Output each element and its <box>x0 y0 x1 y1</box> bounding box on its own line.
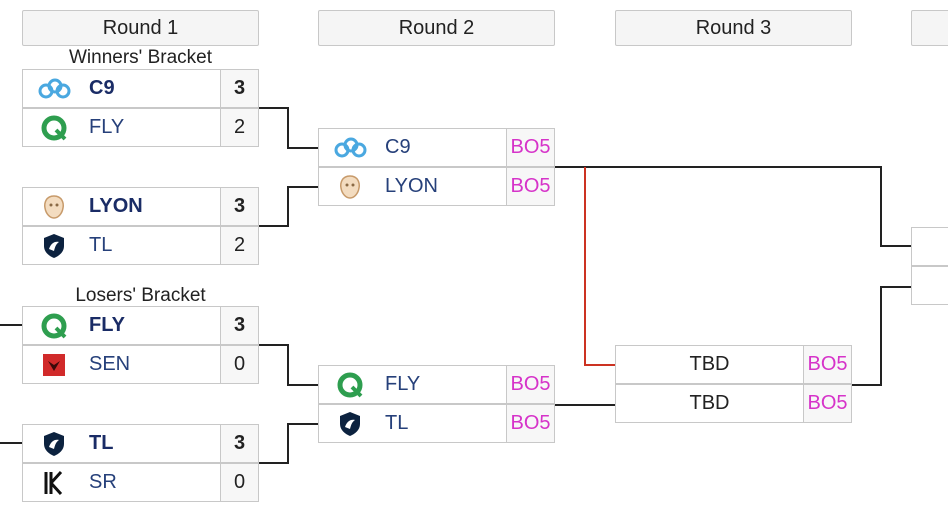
r2-team-c9[interactable]: C9 BO5 <box>318 128 555 167</box>
team-name: TBD <box>689 392 730 414</box>
r1-team-tl[interactable]: TL 2 <box>22 226 259 265</box>
team-name: LYON <box>89 195 143 217</box>
match-format: BO5 <box>506 366 554 403</box>
team-name: C9 <box>89 77 115 99</box>
connector-r1m2 <box>259 186 318 227</box>
team-score: 2 <box>220 109 258 146</box>
team-score: 3 <box>220 425 258 462</box>
losers-bracket-label: Losers' Bracket <box>75 285 206 306</box>
connector-r2m1-final <box>555 166 911 247</box>
r1-team-sr[interactable]: SR 0 <box>22 463 259 502</box>
round-2-header: Round 2 <box>318 10 555 46</box>
r3-team-tbd-2[interactable]: TBD BO5 <box>615 384 852 423</box>
r4-slot-2[interactable] <box>911 266 948 305</box>
flyquest-logo-icon <box>333 370 367 400</box>
team-score: 3 <box>220 307 258 344</box>
r1-team-lyon[interactable]: LYON 3 <box>22 187 259 226</box>
r2-team-fly[interactable]: FLY BO5 <box>318 365 555 404</box>
r1-team-sen[interactable]: SEN 0 <box>22 345 259 384</box>
cloud9-logo-icon <box>333 133 367 163</box>
team-score: 3 <box>220 70 258 107</box>
team-name: FLY <box>89 314 125 336</box>
round-1-header: Round 1 <box>22 10 259 46</box>
team-score: 3 <box>220 188 258 225</box>
r1-team-c9[interactable]: C9 3 <box>22 69 259 108</box>
connector-r1m1 <box>259 107 318 149</box>
match-format: BO5 <box>506 129 554 166</box>
winners-bracket-label: Winners' Bracket <box>68 47 212 68</box>
team-name: TBD <box>689 353 730 375</box>
team-liquid-logo-icon <box>37 429 71 459</box>
team-score: 2 <box>220 227 258 264</box>
cloud9-logo-icon <box>37 74 71 104</box>
round-4-header <box>911 10 948 46</box>
shopify-rebellion-logo-icon <box>37 468 71 498</box>
r1-team-fly-2[interactable]: FLY 3 <box>22 306 259 345</box>
round-3-header: Round 3 <box>615 10 852 46</box>
team-name: C9 <box>385 136 411 158</box>
r1-team-fly[interactable]: FLY 2 <box>22 108 259 147</box>
team-score: 0 <box>220 464 258 501</box>
team-name: TL <box>385 412 409 434</box>
sentinels-logo-icon <box>37 350 71 380</box>
match-format: BO5 <box>506 405 554 442</box>
team-name: FLY <box>89 116 125 138</box>
match-format: BO5 <box>803 346 851 383</box>
team-liquid-logo-icon <box>333 409 367 439</box>
r4-slot-1[interactable] <box>911 227 948 266</box>
connector-loser-drop <box>584 167 615 366</box>
team-name: FLY <box>385 373 421 395</box>
team-name: LYON <box>385 175 438 197</box>
r2-team-tl[interactable]: TL BO5 <box>318 404 555 443</box>
connector-r1m4 <box>259 423 318 464</box>
flyquest-logo-icon <box>37 311 71 341</box>
match-format: BO5 <box>803 385 851 422</box>
connector-r3-final <box>852 286 911 386</box>
team-score: 0 <box>220 346 258 383</box>
match-format: BO5 <box>506 168 554 205</box>
lyon-logo-icon <box>37 192 71 222</box>
lyon-logo-icon <box>333 172 367 202</box>
r2-team-lyon[interactable]: LYON BO5 <box>318 167 555 206</box>
team-name: SEN <box>89 353 131 375</box>
flyquest-logo-icon <box>37 113 71 143</box>
connector-r1m3 <box>259 344 318 386</box>
team-name: TL <box>89 432 114 454</box>
team-name: TL <box>89 234 113 256</box>
team-name: SR <box>89 471 117 493</box>
r3-team-tbd-1[interactable]: TBD BO5 <box>615 345 852 384</box>
r1-team-tl-2[interactable]: TL 3 <box>22 424 259 463</box>
team-liquid-logo-icon <box>37 231 71 261</box>
